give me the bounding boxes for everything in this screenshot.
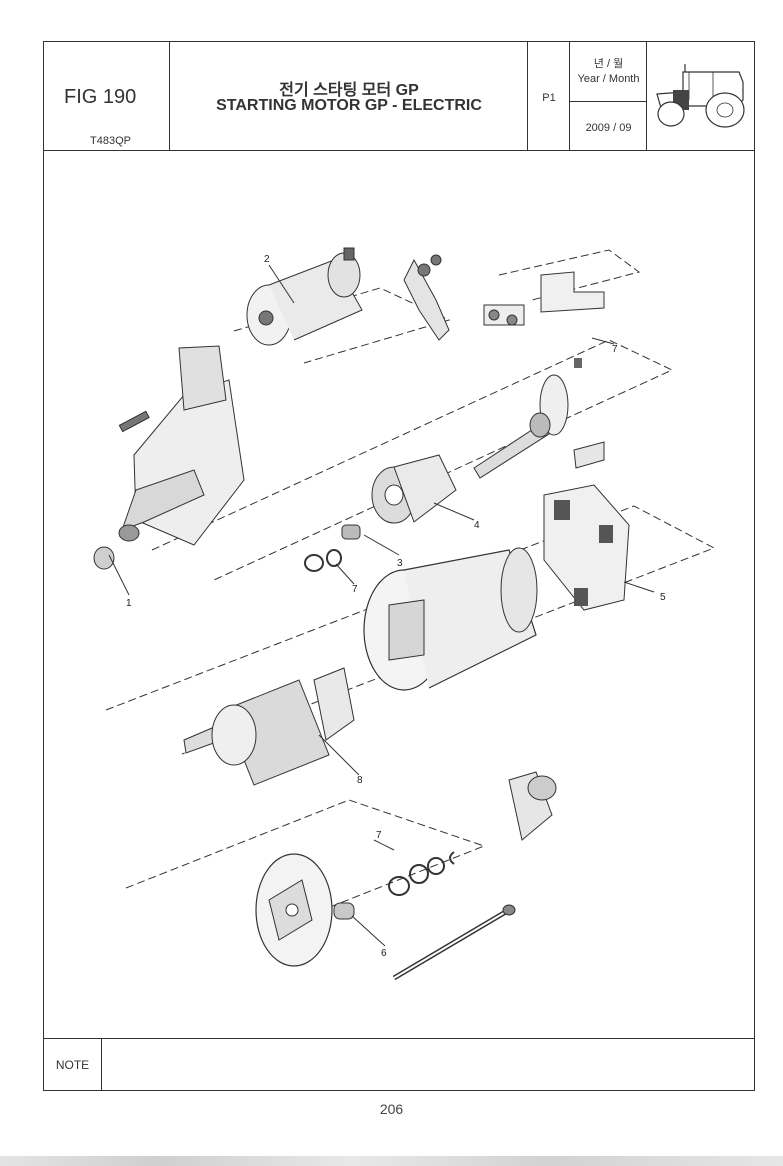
page-label: P1 <box>542 92 556 104</box>
parts-sheet: FIG 190 T483QP 전기 스타팅 모터 GP STARTING MOT… <box>43 41 755 1091</box>
page-number: 206 <box>379 1101 404 1117</box>
title-english: STARTING MOTOR GP - ELECTRIC <box>216 97 482 114</box>
callout-2: 2 <box>264 254 270 265</box>
callout-7-top: 7 <box>612 344 618 355</box>
date-divider <box>570 101 646 102</box>
sheet-header: FIG 190 T483QP 전기 스타팅 모터 GP STARTING MOT… <box>44 42 754 151</box>
callout-8: 8 <box>357 775 363 786</box>
date-value: 2009 / 09 <box>585 122 632 134</box>
through-bolt <box>392 904 516 981</box>
shift-lever <box>403 254 450 341</box>
date-cell: 년 / 월 Year / Month 2009 / 09 <box>570 42 647 150</box>
drive-end-housing <box>93 345 245 570</box>
fig-number: FIG 190 <box>64 86 137 108</box>
fig-cell: FIG 190 T483QP <box>44 42 170 150</box>
title-cell: 전기 스타팅 모터 GP STARTING MOTOR GP - ELECTRI… <box>170 42 528 150</box>
callout-1: 1 <box>126 598 132 609</box>
callout-labels: 2 1 3 4 5 6 7 7 7 8 <box>126 254 666 959</box>
brush-holder <box>543 441 630 611</box>
callout-4: 4 <box>474 520 480 531</box>
callout-7-front: 7 <box>352 584 358 595</box>
pinion-clutch <box>371 454 457 524</box>
callout-6: 6 <box>381 948 387 959</box>
lever-kit-parts <box>483 271 605 326</box>
note-label: NOTE <box>44 1039 102 1091</box>
tractor-cell <box>647 42 754 150</box>
tractor-icon <box>656 64 745 128</box>
retainer-rings <box>304 524 361 572</box>
year-month-korean: 년 / 월 <box>593 58 624 70</box>
yoke-assembly <box>363 547 538 691</box>
drive-shaft-housing <box>473 358 582 479</box>
callout-3: 3 <box>397 558 403 569</box>
title-korean: 전기 스타팅 모터 GP <box>279 82 419 99</box>
scan-edge <box>0 1156 783 1166</box>
callout-7-rear: 7 <box>376 830 382 841</box>
model-code: T483QP <box>90 135 131 147</box>
solenoid-switch <box>246 247 363 346</box>
callout-5: 5 <box>660 592 666 603</box>
armature <box>183 667 355 786</box>
rear-bracket-parts <box>333 771 557 920</box>
end-frame <box>255 853 333 967</box>
note-row: NOTE <box>44 1038 754 1091</box>
leader-lines <box>108 264 655 947</box>
exploded-view-drawing: 2 1 3 4 5 6 7 7 7 8 <box>93 247 716 981</box>
year-month-english: Year / Month <box>577 73 640 85</box>
page-cell: P1 <box>528 42 570 150</box>
